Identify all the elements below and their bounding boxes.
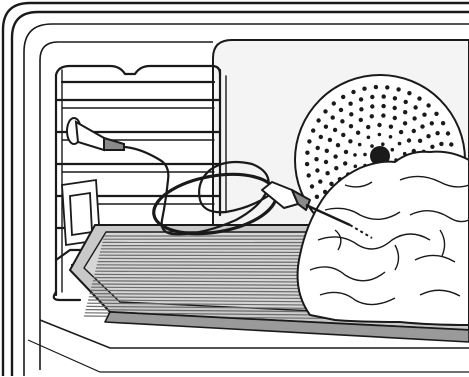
fan-perforation (328, 138, 332, 142)
fan-perforation (333, 154, 337, 158)
fan-perforation (399, 130, 403, 134)
fan-perforation (393, 106, 397, 110)
fan-perforation (434, 112, 438, 116)
fan-perforation (348, 102, 352, 106)
fan-perforation (316, 118, 320, 122)
fan-perforation (391, 148, 395, 152)
fan-perforation (315, 168, 319, 172)
fan-perforation (332, 101, 336, 105)
fan-perforation (325, 171, 329, 175)
fan-perforation (370, 144, 374, 148)
fan-perforation (324, 160, 328, 164)
fan-perforation (349, 124, 353, 128)
fan-perforation (331, 115, 335, 119)
fan-perforation (363, 153, 367, 157)
fan-perforation (310, 184, 314, 188)
fan-perforation (358, 143, 362, 147)
fan-perforation (351, 90, 355, 94)
fan-perforation (336, 143, 340, 147)
fan-perforation (343, 161, 347, 165)
fan-perforation (449, 142, 453, 146)
fan-perforation (426, 134, 430, 138)
fan-perforation (324, 125, 328, 129)
fan-perforation (381, 142, 385, 146)
fan-perforation (314, 157, 318, 161)
fan-perforation (412, 129, 416, 133)
fan-perforation (341, 95, 345, 99)
fan-perforation (407, 91, 411, 95)
fan-perforation (311, 128, 315, 132)
fan-perforation (339, 108, 343, 112)
fan-perforation (348, 139, 352, 143)
fan-perforation (344, 150, 348, 154)
fan-perforation (359, 107, 363, 111)
fan-perforation (435, 131, 439, 135)
fan-perforation (441, 121, 445, 125)
fan-perforation (382, 94, 386, 98)
fan-perforation (426, 103, 430, 107)
fan-perforation (420, 124, 424, 128)
fan-perforation (367, 136, 371, 140)
fan-perforation (349, 112, 353, 116)
fan-perforation (430, 121, 434, 125)
fan-perforation (370, 104, 374, 108)
fan-perforation (385, 85, 389, 89)
fan-perforation (370, 95, 374, 99)
fan-perforation (354, 165, 358, 169)
fan-perforation (430, 145, 434, 149)
fan-perforation (356, 131, 360, 135)
fan-perforation (378, 133, 382, 137)
fan-perforation (381, 113, 385, 117)
fan-perforation (393, 96, 397, 100)
fan-perforation (389, 135, 393, 139)
fan-perforation (412, 116, 416, 120)
fan-perforation (307, 173, 311, 177)
fan-perforation (316, 146, 320, 150)
probe-socket-icon (67, 118, 124, 150)
fan-perforation (389, 125, 393, 129)
fan-perforation (370, 114, 374, 118)
fan-perforation (333, 128, 337, 132)
fan-perforation (341, 133, 345, 137)
fan-perforation (340, 119, 344, 123)
fan-perforation (407, 138, 411, 142)
fan-perforation (323, 109, 327, 113)
fan-perforation (366, 125, 370, 129)
fan-perforation (353, 153, 357, 157)
fan-perforation (305, 162, 309, 166)
fan-perforation (377, 123, 381, 127)
fan-perforation (418, 139, 422, 143)
fan-perforation (398, 142, 402, 146)
fan-perforation (318, 179, 322, 183)
fan-perforation (396, 87, 400, 91)
fan-perforation (362, 87, 366, 91)
fan-perforation (305, 151, 309, 155)
fan-perforation (307, 139, 311, 143)
fan-perforation (334, 166, 338, 170)
fan-perforation (422, 113, 426, 117)
fan-perforation (403, 110, 407, 114)
fan-perforation (439, 142, 443, 146)
fan-perforation (319, 135, 323, 139)
fan-perforation (359, 97, 363, 101)
fan-perforation (325, 149, 329, 153)
fan-perforation (417, 96, 421, 100)
fan-perforation (393, 116, 397, 120)
fan-perforation (359, 118, 363, 122)
fan-perforation (404, 100, 408, 104)
fan-perforation (446, 131, 450, 135)
fan-perforation (403, 121, 407, 125)
fan-perforation (374, 85, 378, 89)
fan-perforation (315, 195, 319, 199)
fan-perforation (381, 104, 385, 108)
fan-perforation (413, 105, 417, 109)
